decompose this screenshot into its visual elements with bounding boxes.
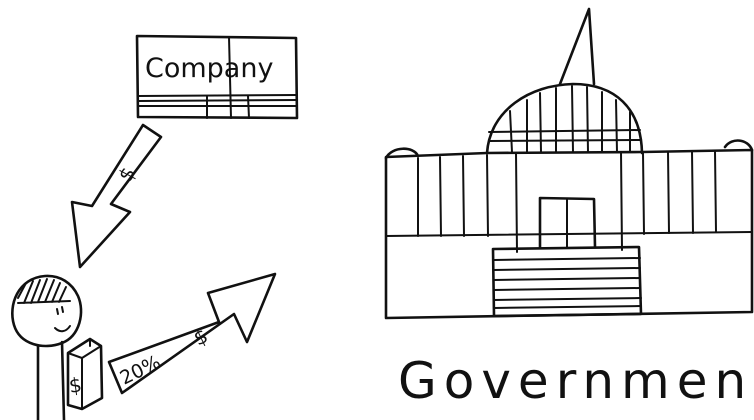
- government-body: [384, 148, 754, 320]
- government-dome: [485, 82, 644, 155]
- person-eyes: [56, 306, 64, 315]
- government-left-dome: [384, 147, 420, 160]
- government-spire: [558, 7, 596, 86]
- company-label: Company: [145, 53, 273, 84]
- person-hair: [17, 278, 71, 304]
- person-smile: [54, 325, 71, 333]
- person-body: [36, 340, 66, 420]
- government-label: Government: [398, 352, 754, 410]
- wallet-dollar: $: [67, 372, 83, 398]
- company-outline: [135, 34, 299, 120]
- arrow-down-outline: [70, 123, 163, 269]
- government-steps: [493, 257, 642, 309]
- company-building: Company: [135, 34, 299, 120]
- arrow-company-to-person: $: [70, 123, 163, 269]
- person-figure: [11, 274, 83, 420]
- government-center-walls: [515, 151, 623, 253]
- arrow-up-dollar: $: [190, 323, 212, 350]
- government-steps-outline: [491, 245, 643, 318]
- wallet: $: [66, 337, 104, 411]
- government-dome-bands: [488, 129, 641, 142]
- wallet-edges: [67, 338, 102, 409]
- company-floor-lines: [137, 94, 298, 107]
- arrow-up-outline: [107, 272, 277, 395]
- arrow-person-to-government: 20% $: [107, 272, 277, 395]
- government-base-line: [385, 231, 753, 237]
- company-window-lines: [206, 95, 250, 119]
- government-left-columns: [417, 154, 489, 237]
- government-right-dome: [723, 139, 754, 152]
- government-dome-columns: [509, 85, 631, 153]
- company-divider: [228, 36, 232, 119]
- arrow-down-dollar: $: [113, 163, 140, 186]
- government-building: Government: [384, 7, 754, 410]
- person-head: [11, 274, 83, 348]
- government-right-columns: [642, 150, 717, 235]
